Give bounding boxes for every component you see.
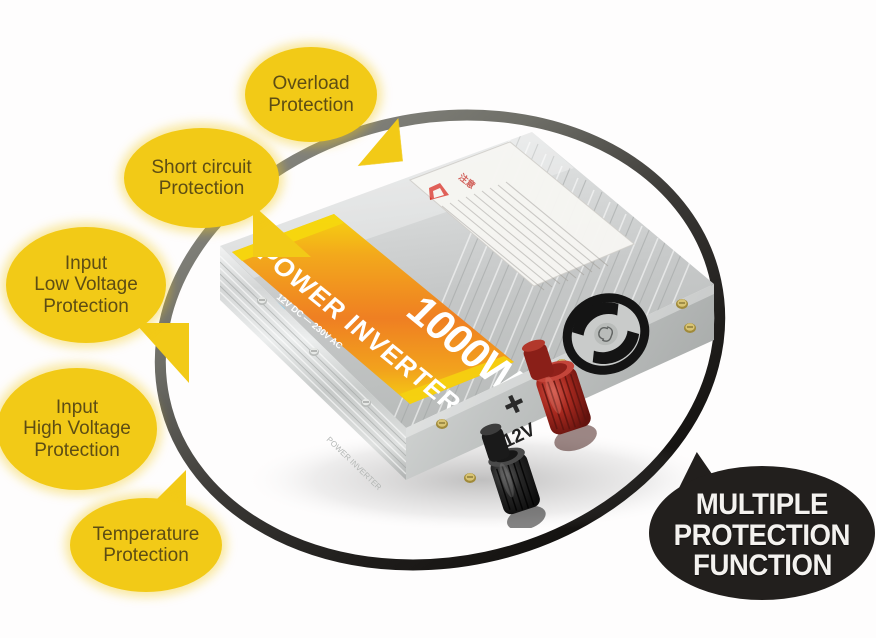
power-inverter-product: POWER INVERTER 12V DC — 230V AC 1000W CE…	[214, 128, 722, 528]
callout-line: Input	[64, 253, 108, 275]
callout-line: Input	[55, 397, 99, 419]
callout-line: High Voltage	[23, 418, 131, 440]
badge-line-3: FUNCTION	[692, 549, 832, 583]
callout-line: Protection	[34, 439, 120, 461]
callout-line: Protection	[43, 295, 129, 317]
callout-line: Temperature	[92, 523, 200, 545]
callout-line: Overload	[272, 73, 350, 95]
callout-short-circuit-protection[interactable]: Short circuit Protection	[124, 128, 279, 228]
callout-overload-protection[interactable]: Overload Protection	[245, 47, 377, 142]
multiple-protection-function-badge[interactable]: MULTIPLE PROTECTION FUNCTION	[631, 452, 876, 600]
callout-line: Low Voltage	[34, 274, 138, 296]
callout-line: Protection	[103, 545, 189, 566]
callout-line: Protection	[158, 178, 245, 199]
callout-input-low-voltage-protection[interactable]: Input Low Voltage Protection	[6, 227, 166, 343]
callout-line: Short circuit	[151, 156, 252, 178]
badge-line-2: PROTECTION	[673, 518, 851, 552]
badge-ellipse	[649, 466, 875, 600]
badge-line-1: MULTIPLE	[695, 488, 829, 522]
callout-line: Protection	[268, 94, 354, 116]
callout-input-high-voltage-protection[interactable]: Input High Voltage Protection	[0, 368, 157, 490]
badge-text: MULTIPLE PROTECTION FUNCTION	[649, 476, 875, 596]
callout-temperature-protection[interactable]: Temperature Protection	[70, 498, 222, 592]
